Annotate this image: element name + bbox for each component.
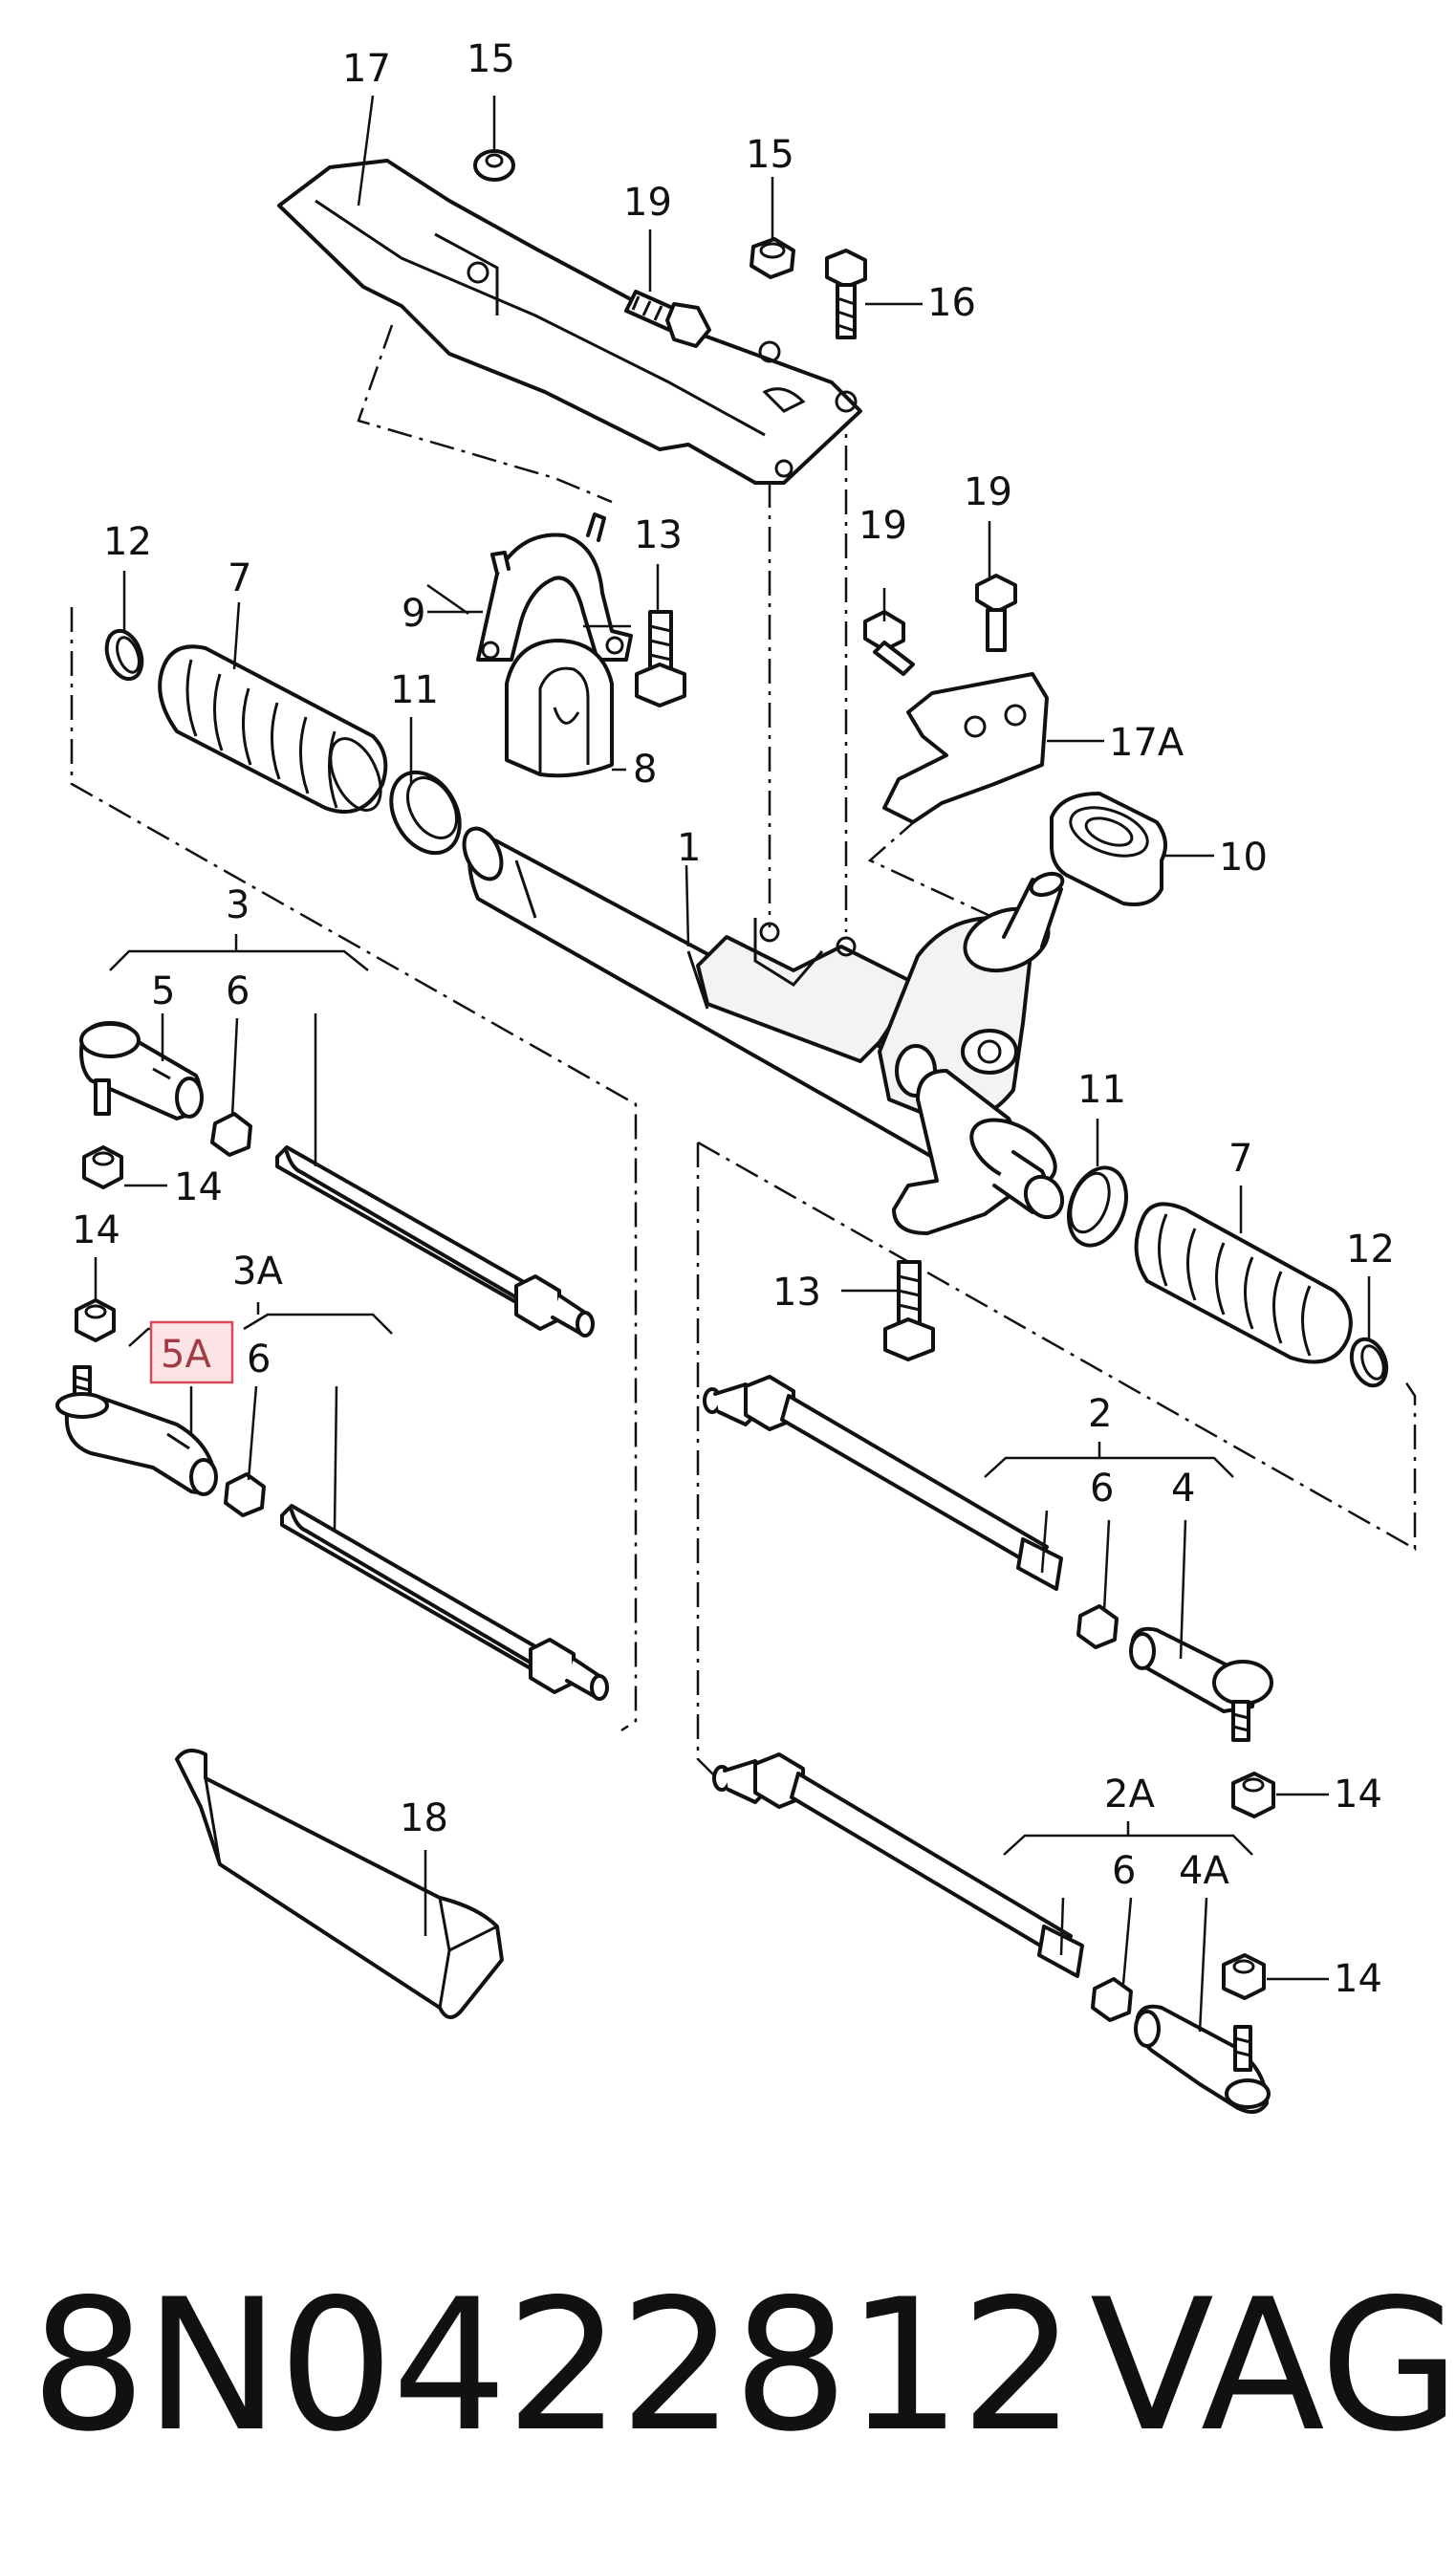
part-4-tie-rod-end <box>1129 1626 1273 1742</box>
label-2: 2 <box>1088 1392 1112 1436</box>
label-17: 17 <box>342 47 391 91</box>
part-13-bolt-b <box>883 1260 935 1361</box>
label-14: 14 <box>1334 1773 1382 1816</box>
label-4: 4 <box>1171 1467 1195 1511</box>
label-1: 1 <box>677 826 701 870</box>
label-6: 6 <box>226 969 250 1013</box>
label-15: 15 <box>467 37 515 81</box>
part-14-nut-d <box>1222 1953 1266 2000</box>
part-5a-tie-rod-end <box>55 1365 218 1496</box>
part-15-nut-b <box>750 237 795 279</box>
label-4a: 4A <box>1179 1849 1229 1893</box>
part-12-clip-a <box>104 628 144 682</box>
part-14-nut-b <box>75 1298 116 1342</box>
label-19: 19 <box>623 181 672 225</box>
callout-labels: 17 15 15 19 16 12 7 9 13 19 19 11 8 17A … <box>72 37 1395 2001</box>
part-6-nut-c <box>1076 1604 1119 1649</box>
label-12: 12 <box>1346 1228 1395 1272</box>
part-4a-tie-rod-end <box>1134 2004 1271 2114</box>
brand-name: VAG <box>1090 2260 1456 2471</box>
part-17-mounting-plate <box>277 159 862 485</box>
part-13-bolt-a <box>635 610 686 707</box>
part-5-tie-rod-end <box>79 1021 204 1120</box>
part-6-nut-b <box>224 1472 266 1517</box>
label-12: 12 <box>103 520 152 564</box>
label-6: 6 <box>1112 1849 1136 1893</box>
part-3-tie-rod <box>275 1145 595 1338</box>
label-18: 18 <box>400 1796 448 1840</box>
label-16: 16 <box>927 281 976 325</box>
label-14: 14 <box>174 1165 223 1209</box>
label-19: 19 <box>964 470 1012 514</box>
assembly-lines <box>70 324 1417 1789</box>
label-11: 11 <box>1077 1068 1126 1112</box>
label-13: 13 <box>772 1271 821 1315</box>
part-14-nut-a <box>82 1145 123 1189</box>
part-6-nut-a <box>210 1112 252 1157</box>
part-number: 8N0422812 <box>31 2260 1076 2471</box>
label-5a: 5A <box>161 1333 211 1377</box>
part-3a-tie-rod <box>280 1504 609 1701</box>
part-9-clamp <box>476 512 633 662</box>
leader-lines <box>94 95 1371 2033</box>
label-15: 15 <box>746 133 794 177</box>
part-2-tie-rod <box>703 1375 1063 1591</box>
label-7: 7 <box>228 556 251 600</box>
label-17a: 17A <box>1109 721 1184 765</box>
part-6-nut-d <box>1091 1977 1133 2022</box>
label-6: 6 <box>1090 1467 1114 1511</box>
part-1-steering-rack <box>462 826 1065 1235</box>
label-10: 10 <box>1219 836 1268 880</box>
part-2a-tie-rod <box>712 1752 1084 1978</box>
label-2a: 2A <box>1104 1773 1155 1816</box>
label-9: 9 <box>402 592 425 636</box>
part-11-ring-a <box>389 770 462 856</box>
part-19-bolt-a <box>624 290 711 348</box>
part-14-nut-c <box>1231 1772 1275 1818</box>
part-10-rubber-pad <box>1050 792 1167 906</box>
part-16-bolt <box>825 249 867 339</box>
label-7: 7 <box>1228 1137 1252 1181</box>
label-5: 5 <box>151 969 175 1013</box>
part-15-nut-a <box>473 149 515 182</box>
part-19-bolt-c <box>975 574 1017 652</box>
part-12-clip-b <box>1349 1337 1389 1388</box>
highlight-box-5a <box>149 1320 234 1384</box>
label-13: 13 <box>634 513 683 557</box>
label-3: 3 <box>226 883 250 927</box>
label-8: 8 <box>633 748 657 792</box>
label-14: 14 <box>72 1208 120 1252</box>
part-11-ring-b <box>1067 1165 1128 1248</box>
part-18-grease-tube <box>175 1749 504 2019</box>
part-8-rubber-mount <box>505 639 614 778</box>
label-6: 6 <box>247 1338 271 1381</box>
label-19: 19 <box>858 504 907 548</box>
label-14: 14 <box>1334 1957 1382 2001</box>
part-7-boot-b <box>1134 1202 1353 1364</box>
label-3a: 3A <box>232 1250 283 1294</box>
part-7-boot-a <box>158 644 388 814</box>
part-19-bolt-b <box>863 610 915 676</box>
label-11: 11 <box>390 668 439 712</box>
part-17a-bracket <box>882 672 1049 824</box>
